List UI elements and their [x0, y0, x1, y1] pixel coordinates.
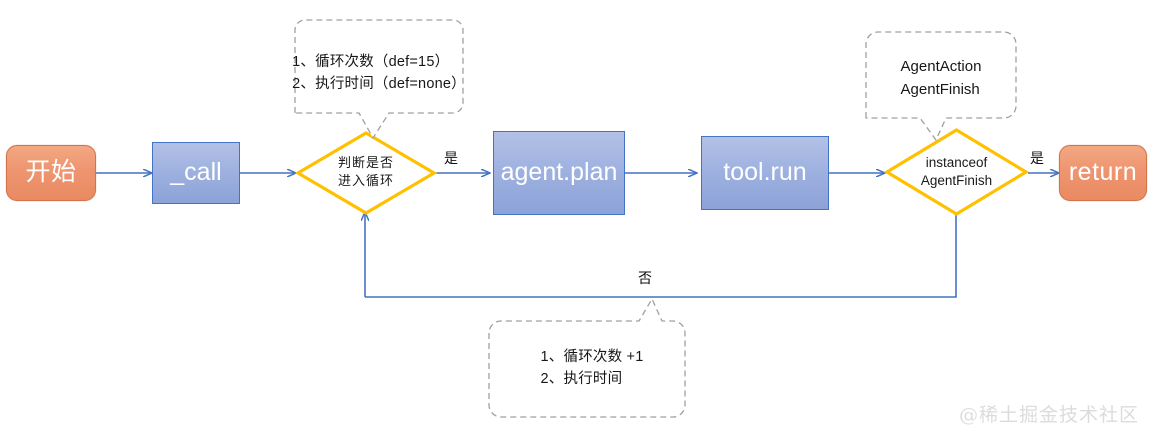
callout-loop-params: 1、循环次数（def=15） 2、执行时间（def=none） [285, 18, 473, 140]
callout-loop-params-text: 1、循环次数（def=15） 2、执行时间（def=none） [292, 53, 466, 92]
diamond-shape [883, 128, 1030, 216]
node-decision-is-agentfinish-label: instanceof AgentFinish [920, 154, 993, 188]
node-return[interactable]: return [1059, 145, 1147, 201]
node-return-label: return [1068, 158, 1138, 187]
node-tool-run[interactable]: tool.run [701, 136, 829, 210]
node-decision-enter-loop-label: 判断是否 进入循环 [337, 156, 394, 189]
node-call[interactable]: _call [152, 142, 240, 204]
callout-agent-types: AgentAction AgentFinish [862, 30, 1020, 142]
diamond-shape [294, 131, 438, 215]
callout-bubble-shape [294, 19, 464, 139]
node-agent-plan-label: agent.plan [500, 158, 618, 187]
edge-label-decision-yes: 是 [444, 151, 458, 167]
node-tool-run-label: tool.run [723, 158, 807, 187]
callout-loop-increment: 1、循环次数 +1 2、执行时间 [487, 297, 697, 419]
node-decision-enter-loop[interactable]: 判断是否 进入循环 [294, 131, 438, 215]
callout-bubble-shape [488, 298, 686, 418]
callout-bubble-shape [865, 31, 1017, 141]
node-call-label: _call [170, 158, 222, 187]
edge-label-loop-no: 否 [638, 271, 652, 287]
node-start[interactable]: 开始 [6, 145, 96, 201]
node-start-label: 开始 [25, 158, 77, 187]
node-decision-is-agentfinish[interactable]: instanceof AgentFinish [883, 128, 1030, 216]
edge-loop-return-path [365, 208, 957, 298]
callout-agent-types-text: AgentAction AgentFinish [900, 57, 982, 98]
callout-loop-increment-text: 1、循环次数 +1 2、执行时间 [540, 348, 644, 387]
edge-label-isfinish-yes: 是 [1030, 151, 1044, 167]
node-agent-plan[interactable]: agent.plan [493, 131, 625, 215]
watermark: @稀土掘金技术社区 [958, 404, 1139, 426]
